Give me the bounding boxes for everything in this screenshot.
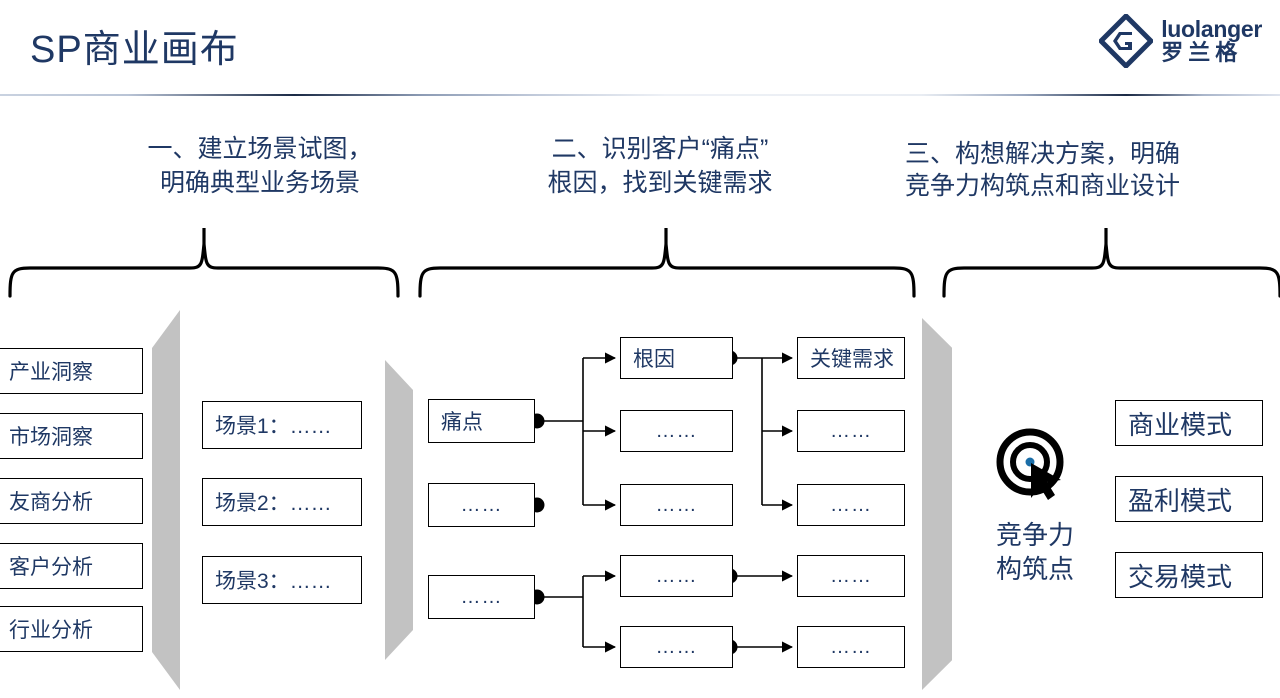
keyneed-box-5[interactable]: ……	[797, 626, 905, 668]
competitiveness-label: 竞争力 构筑点	[995, 520, 1074, 584]
rootcause-box-1[interactable]: 根因	[620, 337, 733, 379]
section-heading-2: 二、识别客户“痛点” 根因，找到关键需求	[547, 135, 773, 197]
diamond-g-icon	[1099, 14, 1154, 68]
page-title: SP商业画布	[30, 29, 239, 71]
insight-box-3[interactable]: 友商分析	[0, 478, 143, 524]
rootcause-box-5[interactable]: ……	[620, 626, 733, 668]
logo-latin-text: luolanger	[1161, 16, 1262, 43]
painpoint-box-2[interactable]: ……	[428, 483, 535, 527]
insight-box-1[interactable]: 产业洞察	[0, 348, 143, 394]
insight-box-2[interactable]: 市场洞察	[0, 413, 143, 459]
rootcause-box-2[interactable]: ……	[620, 410, 733, 452]
brace-section-1	[8, 228, 400, 298]
painpoint-box-1[interactable]: 痛点	[428, 399, 535, 443]
scenario-box-2[interactable]: 场景2：……	[202, 478, 362, 526]
brace-section-3	[942, 228, 1280, 298]
rootcause-box-4[interactable]: ……	[620, 555, 733, 597]
insight-box-4[interactable]: 客户分析	[0, 543, 143, 589]
scenario-box-3[interactable]: 场景3：……	[202, 556, 362, 604]
keyneed-box-4[interactable]: ……	[797, 555, 905, 597]
section-heading-1: 一、建立场景试图， 明确典型业务场景	[147, 135, 373, 197]
keyneed-box-1[interactable]: 关键需求	[797, 337, 905, 379]
divider-wedge-left	[152, 310, 180, 690]
target-cursor-icon	[996, 428, 1064, 500]
painpoint-box-3[interactable]: ……	[428, 575, 535, 619]
model-box-1[interactable]: 商业模式	[1115, 400, 1263, 446]
logo-chinese-text: 罗兰格	[1161, 39, 1243, 65]
divider-wedge-right	[922, 318, 952, 690]
company-logo: luolanger 罗兰格	[1099, 14, 1262, 68]
keyneed-box-3[interactable]: ……	[797, 484, 905, 526]
rootcause-box-3[interactable]: ……	[620, 484, 733, 526]
title-divider	[0, 94, 1280, 96]
model-box-3[interactable]: 交易模式	[1115, 552, 1263, 598]
model-box-2[interactable]: 盈利模式	[1115, 476, 1263, 522]
insight-box-5[interactable]: 行业分析	[0, 606, 143, 652]
scenario-box-1[interactable]: 场景1：……	[202, 401, 362, 449]
keyneed-box-2[interactable]: ……	[797, 410, 905, 452]
logo-wordmark: luolanger 罗兰格	[1161, 16, 1262, 65]
section-heading-3: 三、构想解决方案，明确 竞争力构筑点和商业设计	[905, 140, 1181, 200]
brace-section-2	[418, 228, 916, 298]
divider-wedge-middle	[385, 360, 413, 660]
